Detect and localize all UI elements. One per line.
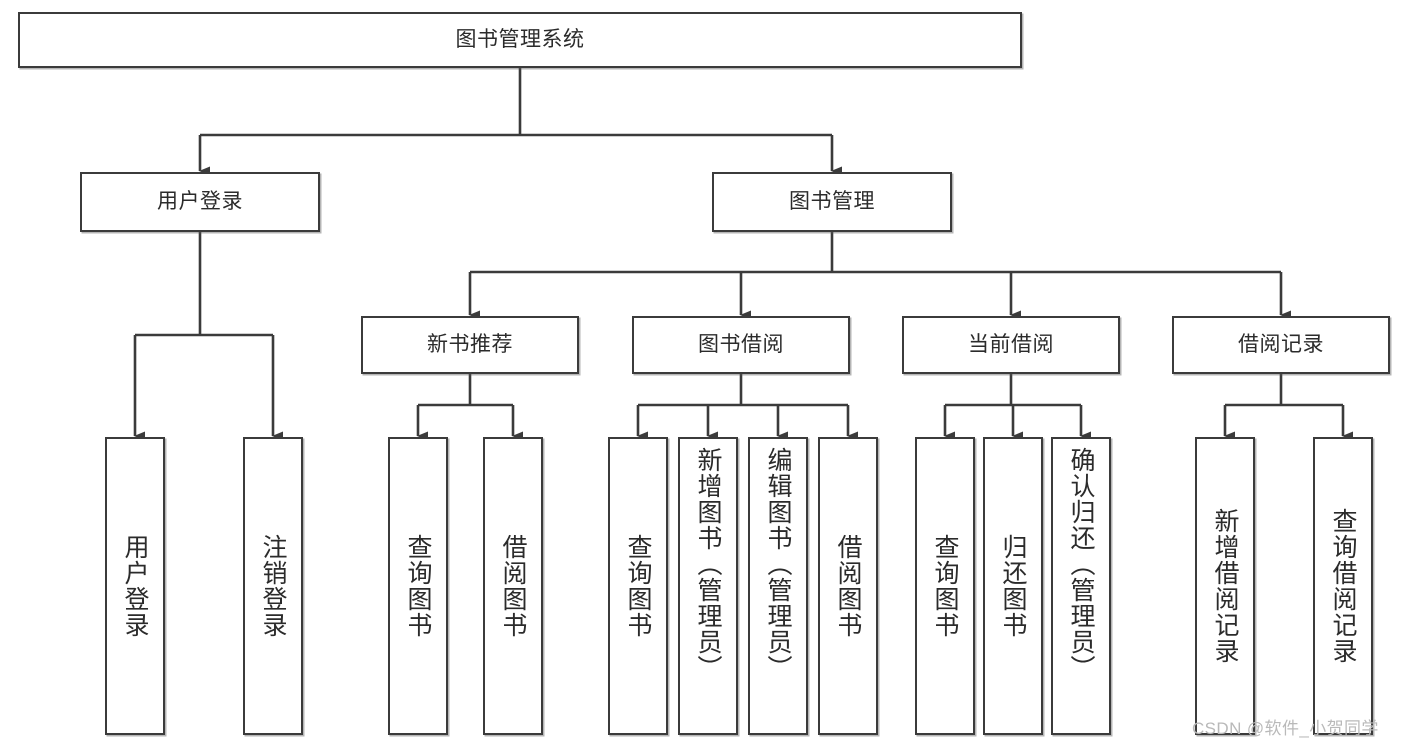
node-label: 注销登录	[259, 534, 287, 638]
node-label: 查询图书	[404, 534, 432, 638]
node-borrow_record[interactable]: 借阅记录	[1172, 316, 1390, 374]
watermark: CSDN @软件_小贺同学	[1192, 719, 1379, 738]
node-root[interactable]: 图书管理系统	[18, 12, 1022, 68]
node-label: 查询图书	[931, 534, 959, 638]
node-leaf_add_record[interactable]: 新增借阅记录	[1195, 437, 1255, 735]
node-leaf_query_book_2[interactable]: 查询图书	[608, 437, 668, 735]
node-leaf_login[interactable]: 用户登录	[105, 437, 165, 735]
node-label: 图书借阅	[698, 332, 784, 356]
node-leaf_logout[interactable]: 注销登录	[243, 437, 303, 735]
node-leaf_edit_book[interactable]: 编辑图书（管理员）	[748, 437, 808, 735]
node-label: 确认归还（管理员）	[1067, 447, 1095, 681]
node-label: 借阅图书	[499, 534, 527, 638]
node-label: 查询借阅记录	[1329, 508, 1357, 664]
node-label: 借阅记录	[1238, 332, 1324, 356]
node-leaf_confirm_ret[interactable]: 确认归还（管理员）	[1051, 437, 1111, 735]
node-label: 图书管理系统	[455, 27, 585, 51]
node-leaf_borrow_book_1[interactable]: 借阅图书	[483, 437, 543, 735]
node-label: 归还图书	[999, 534, 1027, 638]
node-label: 用户登录	[157, 189, 243, 213]
node-leaf_add_book[interactable]: 新增图书（管理员）	[678, 437, 738, 735]
node-new_book_rec[interactable]: 新书推荐	[361, 316, 579, 374]
node-book_manage[interactable]: 图书管理	[712, 172, 952, 232]
node-leaf_query_book_3[interactable]: 查询图书	[915, 437, 975, 735]
node-leaf_query_book_1[interactable]: 查询图书	[388, 437, 448, 735]
node-label: 查询图书	[624, 534, 652, 638]
node-leaf_return_book[interactable]: 归还图书	[983, 437, 1043, 735]
node-leaf_borrow_book_2[interactable]: 借阅图书	[818, 437, 878, 735]
node-label: 编辑图书（管理员）	[764, 447, 792, 681]
tree-edges	[133, 68, 1353, 441]
node-label: 图书管理	[789, 189, 875, 213]
node-leaf_query_record[interactable]: 查询借阅记录	[1313, 437, 1373, 735]
node-label: 当前借阅	[968, 332, 1054, 356]
node-user_login[interactable]: 用户登录	[80, 172, 320, 232]
node-label: 用户登录	[121, 534, 149, 638]
node-book_borrow[interactable]: 图书借阅	[632, 316, 850, 374]
node-label: 新书推荐	[427, 332, 513, 356]
node-current_borrow[interactable]: 当前借阅	[902, 316, 1120, 374]
node-label: 借阅图书	[834, 534, 862, 638]
node-label: 新增借阅记录	[1211, 508, 1239, 664]
node-label: 新增图书（管理员）	[694, 447, 722, 681]
